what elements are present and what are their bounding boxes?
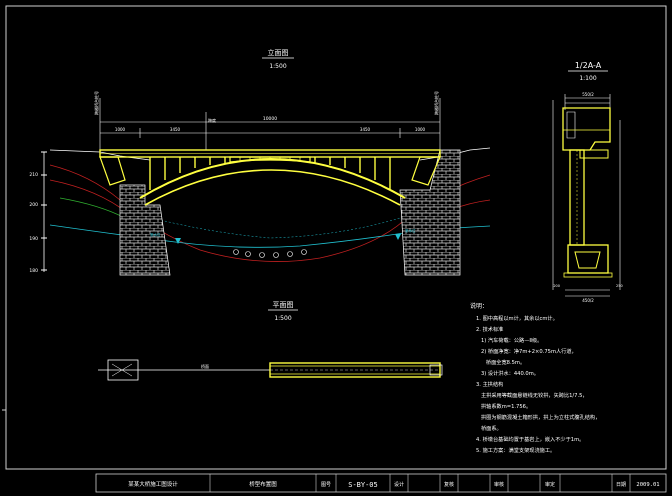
elevation-view: 立面图 1:500 210 200 190 180 10000 1000 (29, 48, 491, 276)
tb-date-label: 日期 (616, 482, 626, 488)
tb-drawing-no-label: 图号 (321, 482, 331, 488)
section-dim-bottom: 450/2 (582, 298, 594, 303)
dim-total: 10000 (263, 116, 277, 122)
elevation-title: 立面图 (268, 48, 289, 57)
water-level-icon-right (395, 234, 401, 240)
river-bed-line (129, 211, 401, 239)
notes-block: 说明： 1. 图中高程以m计，其余以cm计。 2. 技术标准 1) 汽车荷载：公路… (470, 302, 600, 454)
elev-label-3: 190 (29, 236, 38, 242)
tb-design-label: 设计 (394, 481, 404, 488)
elev-label-4: 180 (29, 268, 38, 274)
section-title: 1/2A-A (575, 61, 602, 70)
tb-date: 2009.01 (636, 482, 659, 488)
title-block: 某某大桥施工图设计 桥型布置图 图号 S-BY-05 设计 复核 审核 审定 日… (95, 473, 667, 493)
note-line: 桥面系。 (476, 424, 502, 432)
dim-left-mid: 3450 (170, 127, 181, 132)
section-view: 1/2A-A 1:100 550/2 450/2 200 250 (552, 61, 623, 303)
notes-heading: 说明： (470, 302, 488, 310)
dim-right-mid: 3450 (360, 127, 371, 132)
water-label-right: 常水位 (405, 228, 416, 233)
note-line: 主拱采用等截面悬链线无铰拱，矢跨比1/7.5， (476, 391, 588, 399)
section-arch-box (567, 244, 609, 274)
note-line: 2. 技术标准 (476, 325, 503, 333)
water-label-left: 常水位 (150, 232, 161, 237)
main-arch-upper (139, 158, 406, 199)
note-line: 拱轴系数m=1.756。 (476, 402, 531, 410)
section-deck (562, 107, 611, 151)
note-line: 4. 桥墩台基础均置于基岩上，嵌入不少于1m。 (476, 435, 584, 443)
plan-view: 平面图 1:500 桥面 (98, 301, 443, 381)
left-abutment (119, 184, 171, 276)
main-arch-lower (144, 169, 401, 206)
drawing-frame (5, 5, 667, 470)
section-dim-top: 550/2 (582, 92, 594, 97)
tb-project: 某某大桥施工图设计 (128, 480, 178, 488)
plan-label: 桥面 (201, 363, 209, 369)
note-line: 1) 汽车荷载：公路—Ⅱ级。 (476, 336, 542, 344)
note-line: 拱圈为钢筋混凝土箱形拱，拱上为立柱式腹孔结构， (476, 413, 600, 421)
note-line: 5. 施工方案：满堂支架现浇施工。 (476, 446, 555, 454)
dim-right-span: 1000 (415, 127, 426, 132)
note-line: 3) 设计洪水：440.0m。 (476, 369, 539, 377)
section-dim-a: 200 (553, 284, 560, 288)
geology-line-red-2 (49, 179, 131, 216)
tb-review-label: 复核 (444, 481, 454, 488)
tb-drawing-name: 桥型布置图 (249, 480, 277, 488)
section-dims (552, 94, 621, 297)
note-line: 桥面全宽8.5m。 (476, 358, 525, 366)
plan-title: 平面图 (273, 301, 294, 309)
top-dimensions (99, 98, 441, 150)
section-scale: 1:100 (579, 75, 596, 82)
riverbed-stones (233, 249, 307, 258)
right-tag: 跨越桥台桩号 (433, 91, 439, 115)
dim-left-span: 1000 (115, 127, 126, 132)
tb-approve-label: 审定 (545, 481, 555, 488)
note-line: 3. 主拱结构 (476, 380, 503, 388)
section-dim-b: 250 (616, 284, 623, 288)
spandrel-columns (149, 157, 391, 190)
plan-scale: 1:500 (274, 315, 291, 322)
right-abutment (399, 149, 461, 276)
elev-label-2: 200 (29, 202, 38, 208)
plan-abutment-left (107, 359, 139, 381)
note-line: 1. 图中高程以m计，其余以cm计。 (476, 314, 558, 322)
ground-line-left (49, 149, 151, 161)
geology-line-green (59, 197, 126, 219)
elev-label-1: 210 (29, 172, 38, 178)
note-line: 2) 桥面净宽：净7m+2×0.75m人行道， (476, 347, 577, 355)
elevation-scale: 1:500 (269, 63, 286, 70)
tb-check-label: 审核 (494, 481, 504, 488)
left-tag: 跨越桥台桩号 (93, 91, 99, 115)
water-level-icon-left (175, 238, 181, 244)
elevation-ruler: 210 200 190 180 (29, 151, 47, 274)
arch-label: 跨度 (208, 117, 216, 123)
tb-drawing-no: S-BY-05 (348, 481, 378, 489)
